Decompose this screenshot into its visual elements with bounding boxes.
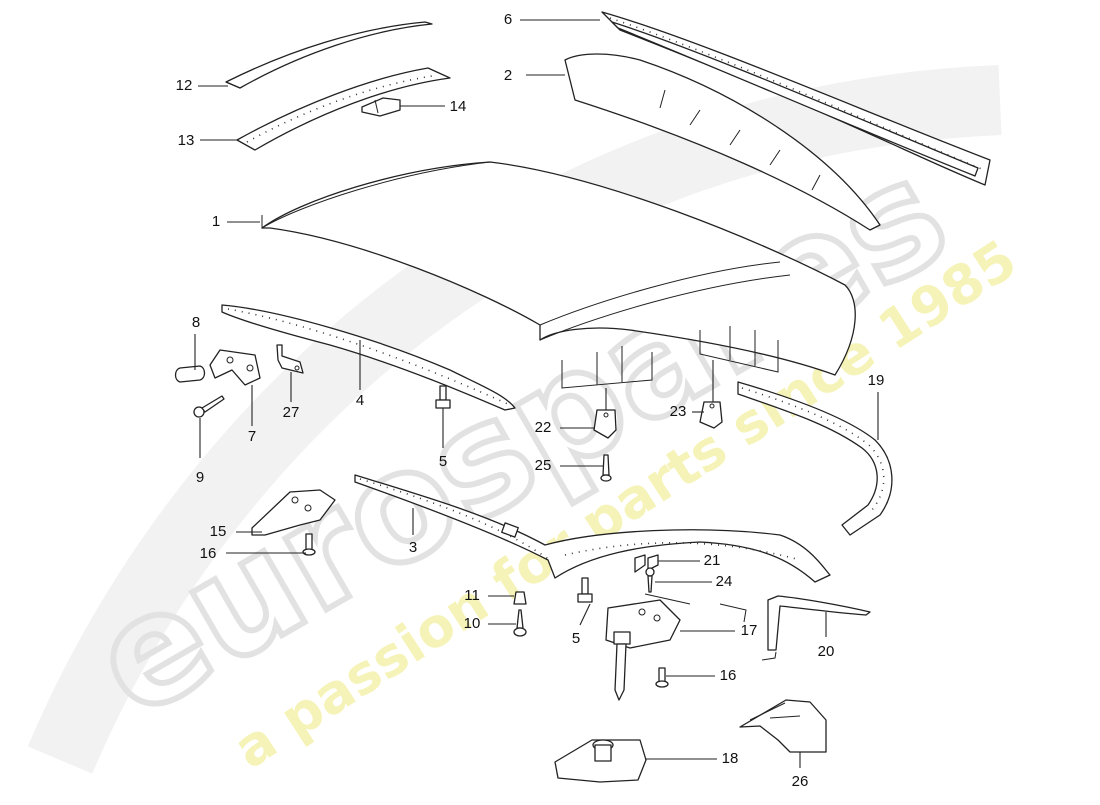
callout-6: 6 <box>503 11 513 28</box>
part-10-screw <box>513 609 527 637</box>
part-3-side-rail <box>354 474 831 583</box>
part-19-side-seal <box>737 381 893 536</box>
part-12-trim-strip <box>225 21 433 89</box>
part-8-pin <box>174 365 206 383</box>
callout-20: 20 <box>817 643 835 660</box>
part-20-rod <box>761 595 871 661</box>
roof-flap-right <box>699 326 779 373</box>
callout-23: 23 <box>669 403 687 420</box>
part-17-latch-bracket <box>605 593 747 701</box>
part-11-nut <box>513 591 527 605</box>
part-16-screw-lower <box>655 667 669 688</box>
part-18-latch-base <box>554 739 647 783</box>
callout-2: 2 <box>503 67 513 84</box>
callout-18: 18 <box>721 750 739 767</box>
callout-4: 4 <box>355 392 365 409</box>
callout-14: 14 <box>449 98 467 115</box>
part-7-bracket <box>209 349 261 386</box>
part-24-screw <box>645 567 655 593</box>
leader-lines <box>194 19 879 768</box>
callout-13: 13 <box>177 132 195 149</box>
callout-21: 21 <box>703 552 721 569</box>
callout-15: 15 <box>209 523 227 540</box>
part-1-roof-shell <box>261 161 856 376</box>
callout-12: 12 <box>175 77 193 94</box>
part-21-clips <box>634 554 659 573</box>
callout-24: 24 <box>715 573 733 590</box>
callout-16-lower: 16 <box>719 667 737 684</box>
callout-5-upper: 5 <box>438 453 448 470</box>
part-25-screw <box>600 454 612 482</box>
part-15-hinge-bracket <box>251 489 336 536</box>
callout-25: 25 <box>534 457 552 474</box>
callout-17: 17 <box>740 622 758 639</box>
part-5-bolt-upper <box>435 385 451 409</box>
part-23-retainer <box>699 401 723 429</box>
part-26-cover <box>739 699 827 753</box>
part-9-screw <box>193 395 225 418</box>
roof-flap-left <box>561 346 653 389</box>
part-22-retainer <box>593 409 617 439</box>
callout-19: 19 <box>867 372 885 389</box>
part-27-clip-bracket <box>276 344 304 374</box>
callout-11: 11 <box>464 587 480 604</box>
callout-3: 3 <box>408 539 418 556</box>
part-5-bolt-lower <box>577 577 593 603</box>
callout-27: 27 <box>282 404 300 421</box>
callout-7: 7 <box>247 428 257 445</box>
callout-26: 26 <box>791 773 809 790</box>
callout-5-lower: 5 <box>571 630 581 647</box>
callout-10: 10 <box>463 615 481 632</box>
part-6-window-seal <box>601 11 991 186</box>
callout-1: 1 <box>211 213 221 230</box>
part-13-seal-strip <box>236 67 451 151</box>
callout-9: 9 <box>195 469 205 486</box>
part-2-rear-window <box>564 53 881 231</box>
part-4-front-seal <box>221 304 516 411</box>
part-14-clip <box>361 97 401 117</box>
callout-8: 8 <box>191 314 201 331</box>
callout-22: 22 <box>534 419 552 436</box>
callout-16-upper: 16 <box>199 545 217 562</box>
